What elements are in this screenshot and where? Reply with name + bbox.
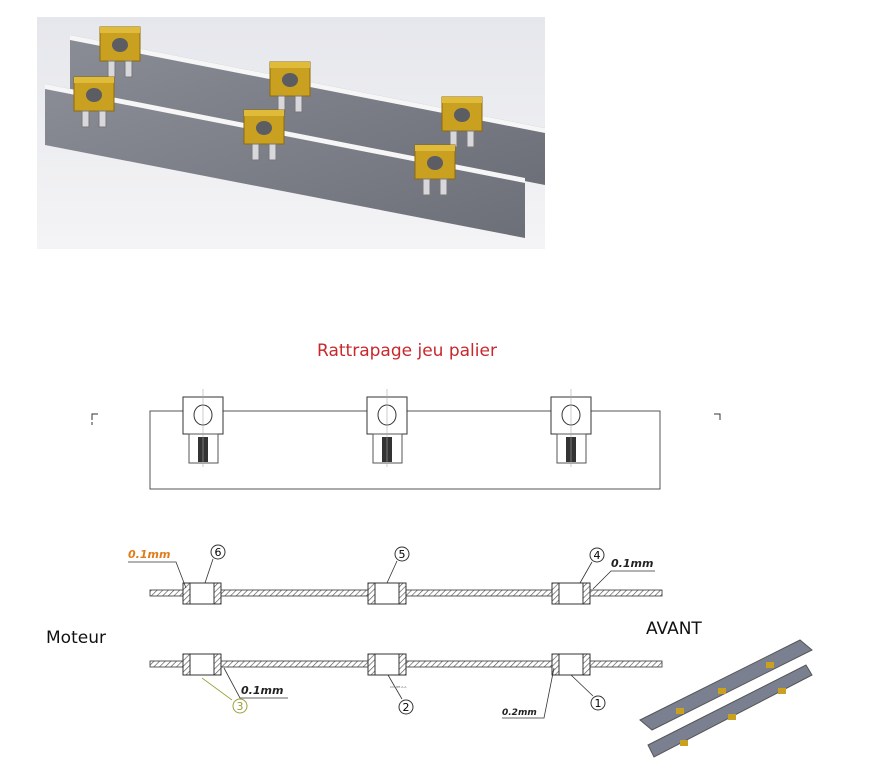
leader-lines bbox=[128, 558, 655, 719]
dim-top-left: 0.1mm bbox=[128, 548, 170, 561]
label-moteur: Moteur bbox=[46, 628, 106, 648]
render-3d-small bbox=[639, 639, 813, 758]
balloon-2: 2 bbox=[398, 699, 414, 715]
svg-text:2: 2 bbox=[403, 701, 410, 714]
svg-text:6: 6 bbox=[215, 546, 222, 559]
label-avant: AVANT bbox=[646, 619, 702, 639]
drawing-title: Rattrapage jeu palier bbox=[317, 341, 497, 361]
balloon-5: 5 bbox=[394, 546, 410, 562]
render-3d-image bbox=[37, 17, 545, 249]
balloon-1: 1 bbox=[590, 695, 606, 711]
balloons: 1 2 3 4 5 6 bbox=[210, 544, 606, 715]
dim-bottom-left: 0.1mm bbox=[241, 684, 283, 697]
svg-text:4: 4 bbox=[594, 549, 601, 562]
balloon-6: 6 bbox=[210, 544, 226, 560]
section-note: COUPE A-A bbox=[390, 685, 407, 689]
svg-text:5: 5 bbox=[399, 548, 406, 561]
balloon-3: 3 bbox=[232, 698, 248, 714]
leader-3 bbox=[201, 677, 233, 701]
section-view-bottom bbox=[149, 653, 663, 676]
svg-text:1: 1 bbox=[595, 697, 602, 710]
dim-top-right: 0.1mm bbox=[611, 557, 653, 570]
front-view bbox=[91, 388, 721, 490]
balloon-4: 4 bbox=[589, 547, 605, 563]
dim-bottom-right: 0.2mm bbox=[502, 708, 537, 718]
svg-text:3: 3 bbox=[237, 700, 244, 713]
section-view-top bbox=[149, 582, 663, 605]
